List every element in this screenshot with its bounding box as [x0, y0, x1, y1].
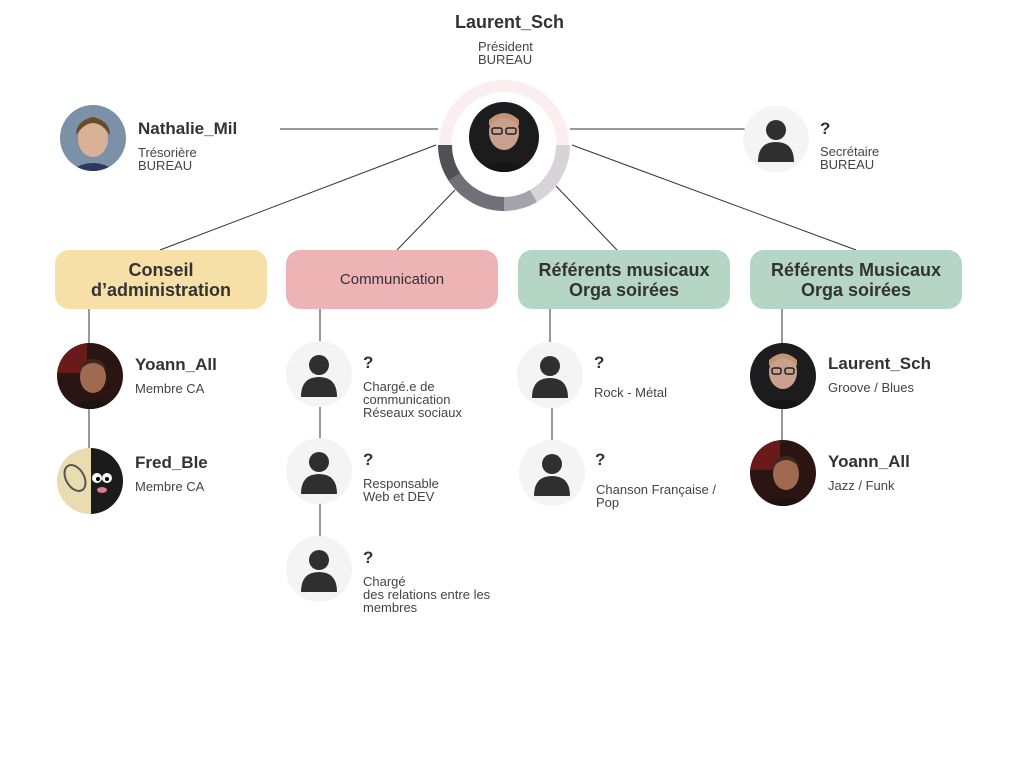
- person-silhouette-icon: [519, 440, 585, 506]
- connector-line: [571, 144, 857, 251]
- president-photo: [469, 102, 539, 172]
- member-name: ?: [595, 450, 606, 469]
- secretaire-name: ?: [820, 119, 831, 138]
- member-photo-fred: [57, 448, 123, 514]
- member-name: ?: [363, 548, 374, 567]
- person-silhouette-icon: [286, 536, 352, 602]
- member-role: Membre CA: [135, 479, 205, 494]
- member-photo-yoann: [57, 343, 123, 409]
- person-silhouette-icon: [286, 341, 352, 407]
- secretaire-role: Secrétaire BUREAU: [820, 144, 880, 172]
- member-role: Chargé des relations entre les membres: [363, 574, 491, 615]
- member-name: ?: [363, 450, 374, 469]
- president-name: Laurent_Sch: [455, 12, 565, 32]
- connector-line: [396, 189, 456, 251]
- tresoriere-role: Trésorière BUREAU: [138, 145, 197, 173]
- group-box-communication: Communication: [286, 250, 498, 309]
- member-name: Yoann_All: [828, 452, 910, 471]
- member-name: Laurent_Sch: [828, 354, 931, 373]
- member-photo-yoann: [750, 440, 816, 506]
- member-name: ?: [594, 353, 605, 372]
- member-name: Fred_Ble: [135, 453, 208, 472]
- member-role: Membre CA: [135, 381, 205, 396]
- member-role: Chargé.e de communication Réseaux sociau…: [363, 379, 462, 420]
- member-name: Yoann_All: [135, 355, 217, 374]
- member-role: Jazz / Funk: [828, 478, 895, 493]
- member-role: Rock - Métal: [594, 385, 667, 400]
- member-role: Responsable Web et DEV: [363, 476, 439, 504]
- person-silhouette-icon: [517, 342, 583, 408]
- tresoriere-name: Nathalie_Mil: [138, 119, 238, 138]
- president-role: Président BUREAU: [478, 39, 533, 67]
- connector-line: [159, 144, 437, 251]
- member-name: ?: [363, 353, 374, 372]
- member-photo-laurent: [750, 343, 816, 409]
- tresoriere-photo: [60, 105, 126, 171]
- member-role: Chanson Française / Pop: [596, 482, 716, 510]
- president-ring: [438, 80, 570, 211]
- person-silhouette-icon: [743, 106, 809, 172]
- person-silhouette-icon: [286, 438, 352, 504]
- member-role: Groove / Blues: [828, 380, 914, 395]
- connector-line: [555, 185, 618, 251]
